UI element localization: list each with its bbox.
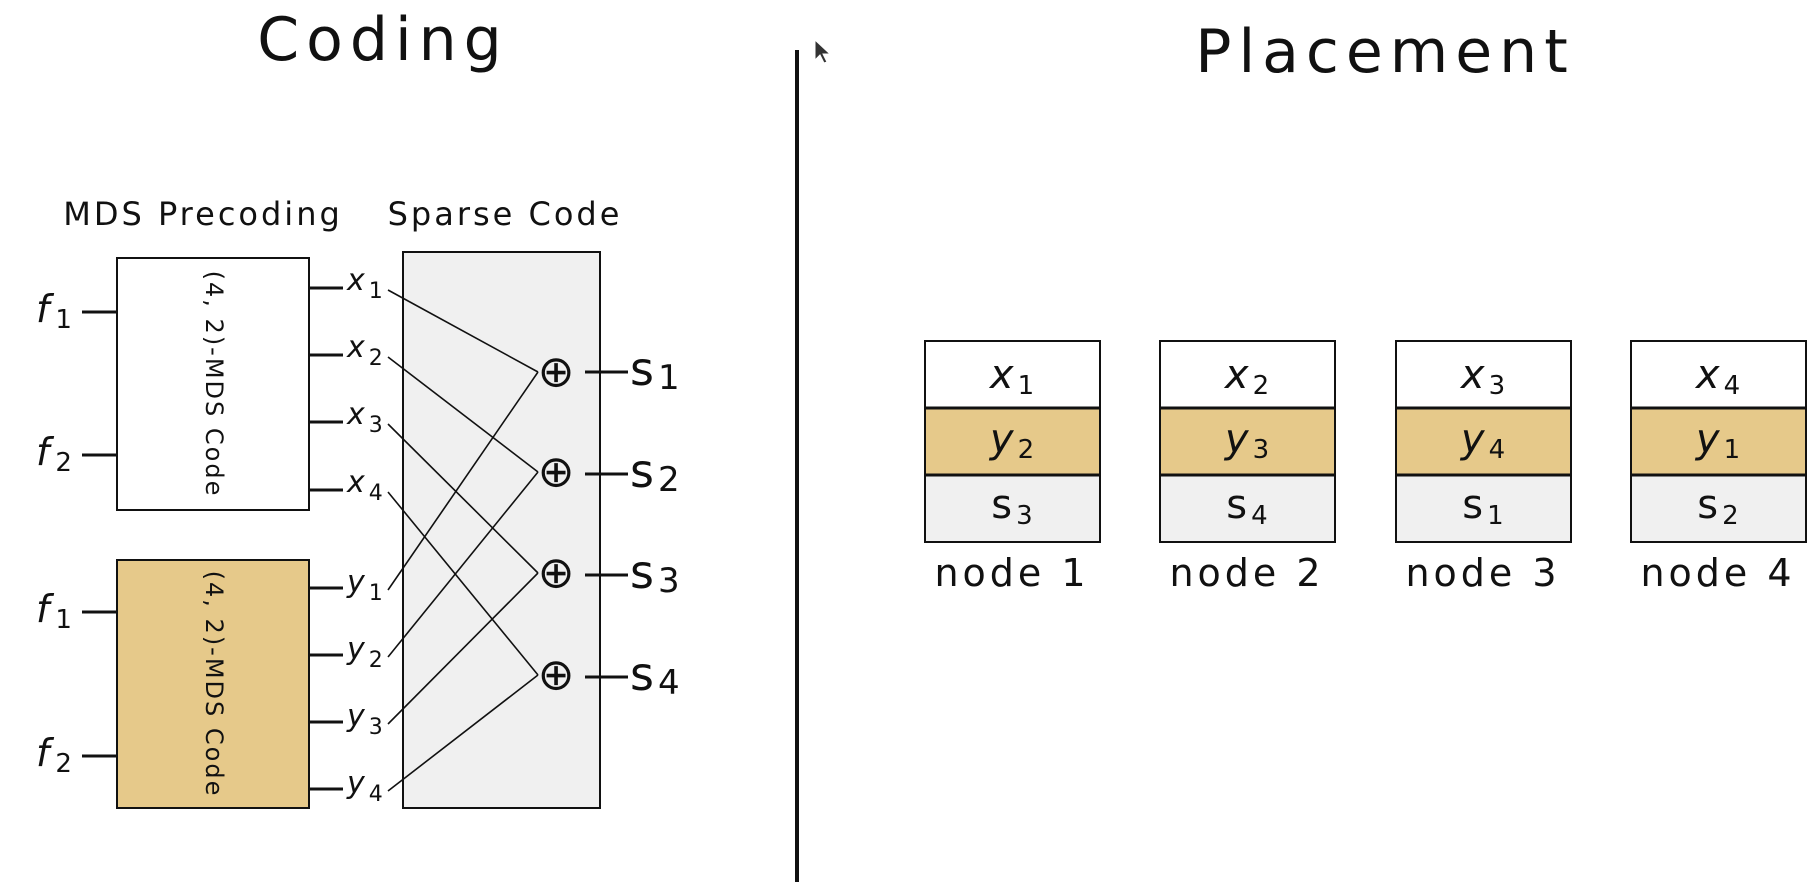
node-2-cell-s (1159, 474, 1336, 543)
sparse-code-wires (387, 289, 539, 792)
mds-box-1 (116, 257, 310, 511)
input-stubs (82, 310, 117, 758)
node-1-cell-y (924, 407, 1101, 476)
mouse-cursor-icon (814, 38, 832, 64)
node-3-label: node 3 (1405, 551, 1560, 595)
coding-title: Coding (257, 5, 508, 75)
mds-box-2-label: (4, 2)-MDS Code (200, 571, 228, 798)
node-2-cell-x (1159, 340, 1336, 409)
mds-box-2 (116, 559, 310, 809)
sum-stubs (585, 370, 628, 679)
node-4-cell-x (1630, 340, 1807, 409)
xor-symbols: ⊕ ⊕ ⊕ ⊕ (538, 347, 575, 701)
node-4-cell-s (1630, 474, 1807, 543)
mds-precoding-header: MDS Precoding (63, 195, 343, 233)
node-2-cell-y (1159, 407, 1336, 476)
node-2-label: node 2 (1169, 551, 1324, 595)
output-stubs (309, 286, 343, 791)
placement-title: Placement (1195, 17, 1574, 87)
node-4-cell-y (1630, 407, 1807, 476)
xor-icon-2: ⊕ (538, 447, 575, 498)
xor-icon-3: ⊕ (538, 548, 575, 599)
xor-icon-4: ⊕ (538, 650, 575, 701)
mds-box-1-label: (4, 2)-MDS Code (200, 271, 228, 498)
node-1-cell-x (924, 340, 1101, 409)
node-4-label: node 4 (1640, 551, 1795, 595)
node-3-cell-s (1395, 474, 1572, 543)
sparse-code-box (402, 251, 601, 809)
node-1-label: node 1 (934, 551, 1089, 595)
sparse-code-header: Sparse Code (388, 195, 623, 233)
xor-icon-1: ⊕ (538, 347, 575, 398)
node-3-cell-x (1395, 340, 1572, 409)
node-1-cell-s (924, 474, 1101, 543)
